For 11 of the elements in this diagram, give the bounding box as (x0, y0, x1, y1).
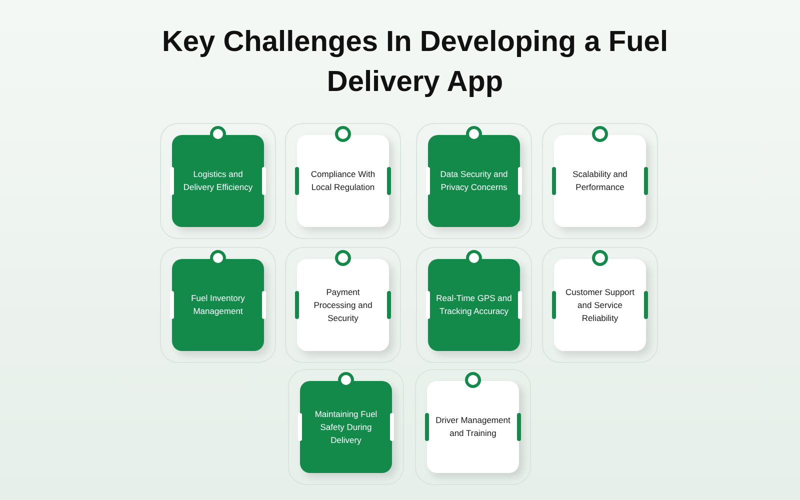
card-label: Scalability and Performance (572, 168, 628, 194)
card-label: Compliance With Local Regulation (310, 168, 376, 194)
card-label: Customer Support and Service Reliability (564, 286, 636, 324)
card-label: Fuel Inventory Management (190, 292, 246, 318)
card-label: Data Security and Privacy Concerns (439, 168, 509, 194)
card-label: Maintaining Fuel Safety During Delivery (314, 408, 378, 446)
card-label: Driver Management and Training (435, 414, 511, 440)
card-label: Payment Processing and Security (312, 286, 374, 324)
card-label: Real-Time GPS and Tracking Accuracy (436, 292, 512, 318)
card-label: Logistics and Delivery Efficiency (182, 168, 254, 194)
title: Key Challenges In Developing a Fuel Delivery App (160, 25, 669, 100)
